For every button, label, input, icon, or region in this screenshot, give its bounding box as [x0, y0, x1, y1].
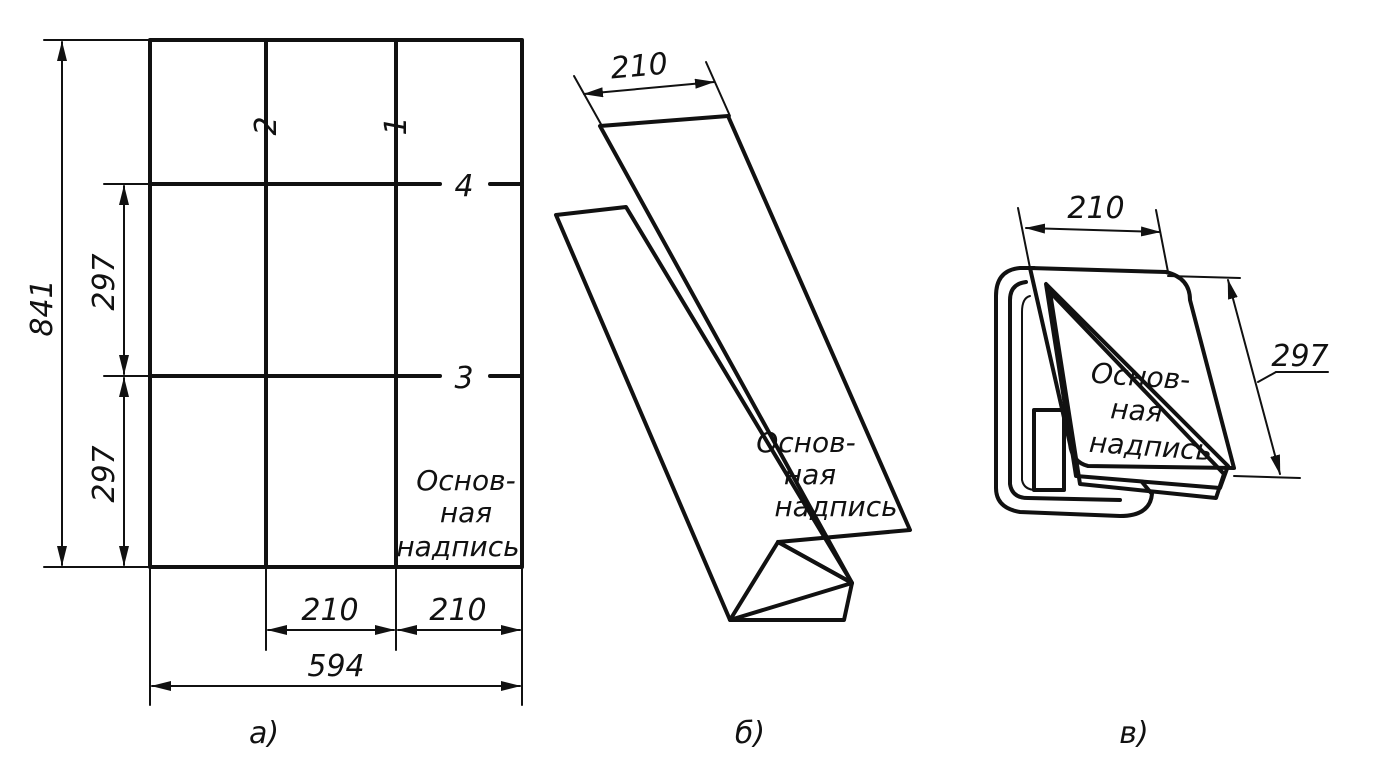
leader-c-297 [1257, 371, 1277, 383]
dim-line-c-210 [1025, 223, 1161, 237]
ext-line-c-top [1167, 275, 1241, 279]
dim-line-c-297 [1227, 279, 1281, 475]
folded-sheet-front [598, 114, 912, 585]
dim-label-c-210: 210 [1067, 191, 1124, 226]
dim-label-210-right: 210 [429, 593, 486, 628]
ext-line-c-right [1155, 209, 1169, 273]
fold-number-4: 4 [454, 169, 473, 204]
ext-line-b-left [573, 75, 603, 127]
title-block-b-line-3: надпись [774, 490, 897, 523]
fold-number-3: 3 [454, 361, 473, 396]
title-block-line-3: надпись [396, 530, 519, 563]
folded-band-inner-2 [1021, 295, 1065, 491]
fold-number-2: 2 [249, 116, 284, 135]
title-block-c-line-1: Основ- [1090, 357, 1192, 397]
title-block-line-2: ная [440, 496, 492, 529]
ext-line-c-left [1017, 207, 1031, 269]
title-block-c-line-2: ная [1109, 392, 1163, 429]
dim-label-210-left: 210 [301, 593, 358, 628]
title-block-b-line-2: ная [784, 458, 836, 491]
dim-line-b-210 [583, 78, 715, 98]
title-block-b-line-1: Основ- [756, 426, 855, 459]
dim-label-b-210: 210 [609, 47, 669, 87]
sheet-a1-outline [148, 38, 524, 569]
caption-a: а) [249, 716, 279, 751]
panel-c: 210 297 Основ- ная надпись в) [994, 191, 1329, 751]
dim-label-297-lower: 297 [87, 445, 122, 502]
stacked-edge-3 [1048, 290, 1226, 500]
dim-label-841: 841 [25, 279, 60, 336]
caption-b: б) [735, 716, 765, 751]
folded-band-outer [994, 266, 1154, 518]
folded-tab [1032, 408, 1066, 492]
dim-label-297-upper: 297 [87, 253, 122, 310]
dim-label-c-297: 297 [1271, 339, 1328, 374]
folded-band-inner [1008, 280, 1122, 502]
panel-b: 210 Основ- ная надпись б) [554, 47, 912, 751]
dim-label-594: 594 [307, 649, 364, 684]
title-block-line-1: Основ- [416, 464, 515, 497]
ext-line-c-bottom [1233, 475, 1301, 479]
stacked-edge-2 [1044, 282, 1230, 490]
ext-line-b-right [705, 61, 731, 117]
folded-sheet-back [554, 205, 854, 622]
caption-c: в) [1119, 716, 1148, 751]
fold-number-1: 1 [379, 116, 414, 135]
panel-a: 841 297 297 210 210 594 2 1 4 3 Основ- н… [25, 38, 524, 751]
